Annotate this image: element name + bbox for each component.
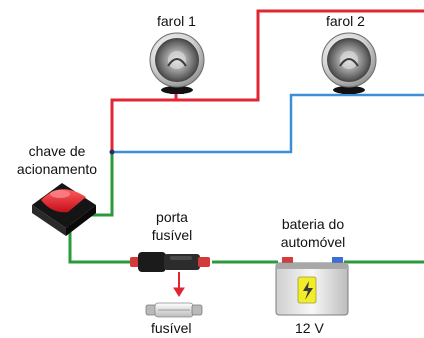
wire-switch-to-farol2 [112,93,424,154]
farol1-label: farol 1 [157,13,196,29]
battery-label-line2: automóvel [280,234,346,250]
farol2-label: farol 2 [326,13,365,29]
farol1-lamp [149,32,205,94]
fuse-holder-label: porta fusível [130,209,214,243]
fuse-icon [145,302,203,318]
wire-switch-to-fuse-holder [68,225,138,264]
switch-label-line1: chave de [28,143,86,159]
fuse-holder-label-line1: porta [156,209,188,225]
positive-wire-farol2 [174,9,424,102]
ground-wires [68,152,424,264]
fuse-holder-label-line2: fusível [151,227,193,243]
battery-label-line1: bateria do [281,216,345,232]
arrow-down-icon [173,272,185,297]
wire-switch-top [88,152,114,217]
voltage-label: 12 V [295,320,324,336]
farol2-lamp [321,32,377,94]
fuse-label: fusível [151,320,192,336]
switch-icon [32,183,96,236]
battery-icon [275,257,349,316]
switch-label: chave de acionamento [2,143,112,177]
switch-label-line2: acionamento [16,161,98,177]
positive-wire-farol1 [110,88,178,154]
negative-wires [112,93,424,154]
wire-junction [109,149,115,155]
fuse-holder-icon [130,252,210,272]
battery-label: bateria do automóvel [263,216,363,250]
positive-wires [110,9,424,154]
